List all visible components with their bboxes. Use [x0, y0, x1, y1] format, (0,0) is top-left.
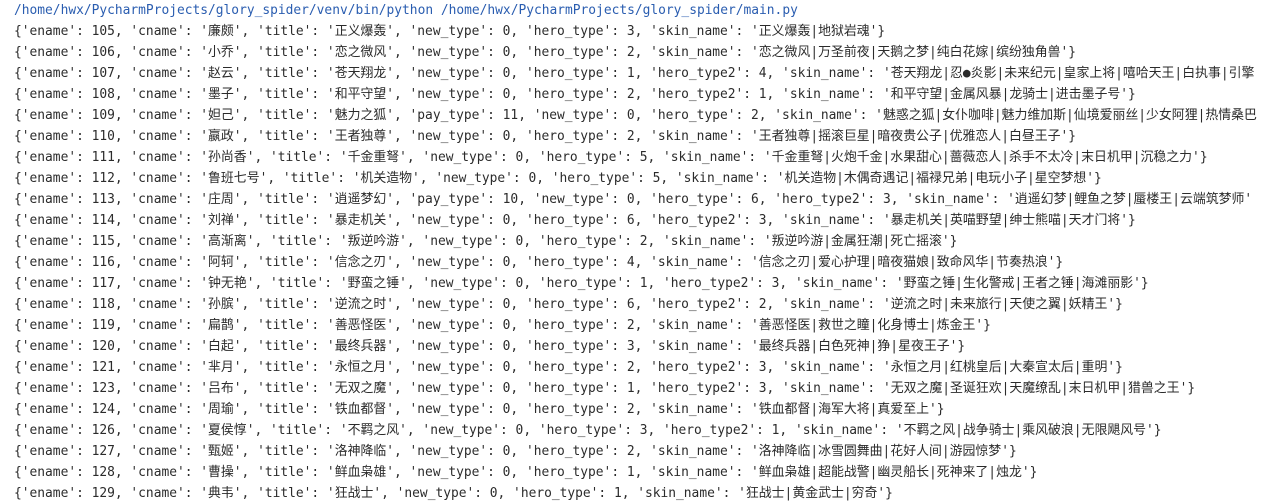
output-line: {'ename': 121, 'cname': '芈月', 'title': '… [14, 360, 1123, 375]
output-lines: {'ename': 105, 'cname': '廉颇', 'title': '… [14, 21, 1282, 504]
output-line: {'ename': 128, 'cname': '曹操', 'title': '… [14, 465, 1038, 480]
output-line: {'ename': 112, 'cname': '鲁班七号', 'title':… [14, 171, 1102, 186]
output-line: {'ename': 105, 'cname': '廉颇', 'title': '… [14, 24, 886, 39]
output-line: {'ename': 120, 'cname': '白起', 'title': '… [14, 339, 966, 354]
output-line: {'ename': 119, 'cname': '扁鹊', 'title': '… [14, 318, 991, 333]
output-line: {'ename': 107, 'cname': '赵云', 'title': '… [14, 66, 1255, 81]
output-line: {'ename': 126, 'cname': '夏侯惇', 'title': … [14, 423, 1162, 438]
output-line: {'ename': 110, 'cname': '嬴政', 'title': '… [14, 129, 1077, 144]
output-line: {'ename': 115, 'cname': '高渐离', 'title': … [14, 234, 958, 249]
output-line: {'ename': 116, 'cname': '阿轲', 'title': '… [14, 255, 1064, 270]
output-line: {'ename': 129, 'cname': '典韦', 'title': '… [14, 486, 893, 501]
output-line: {'ename': 114, 'cname': '刘禅', 'title': '… [14, 213, 1136, 228]
output-line: {'ename': 124, 'cname': '周瑜', 'title': '… [14, 402, 945, 417]
output-line: {'ename': 108, 'cname': '墨子', 'title': '… [14, 87, 1136, 102]
output-line: {'ename': 111, 'cname': '孙尚香', 'title': … [14, 150, 1208, 165]
output-line: {'ename': 113, 'cname': '庄周', 'title': '… [14, 192, 1253, 207]
output-line: {'ename': 118, 'cname': '孙膑', 'title': '… [14, 297, 1123, 312]
output-line: {'ename': 123, 'cname': '吕布', 'title': '… [14, 381, 1196, 396]
output-line: {'ename': 117, 'cname': '钟无艳', 'title': … [14, 276, 1149, 291]
run-command-line: /home/hwx/PycharmProjects/glory_spider/v… [14, 3, 798, 18]
output-line: {'ename': 106, 'cname': '小乔', 'title': '… [14, 45, 1077, 60]
output-line: {'ename': 127, 'cname': '甄姬', 'title': '… [14, 444, 1017, 459]
output-line: {'ename': 109, 'cname': '妲己', 'title': '… [14, 108, 1257, 123]
